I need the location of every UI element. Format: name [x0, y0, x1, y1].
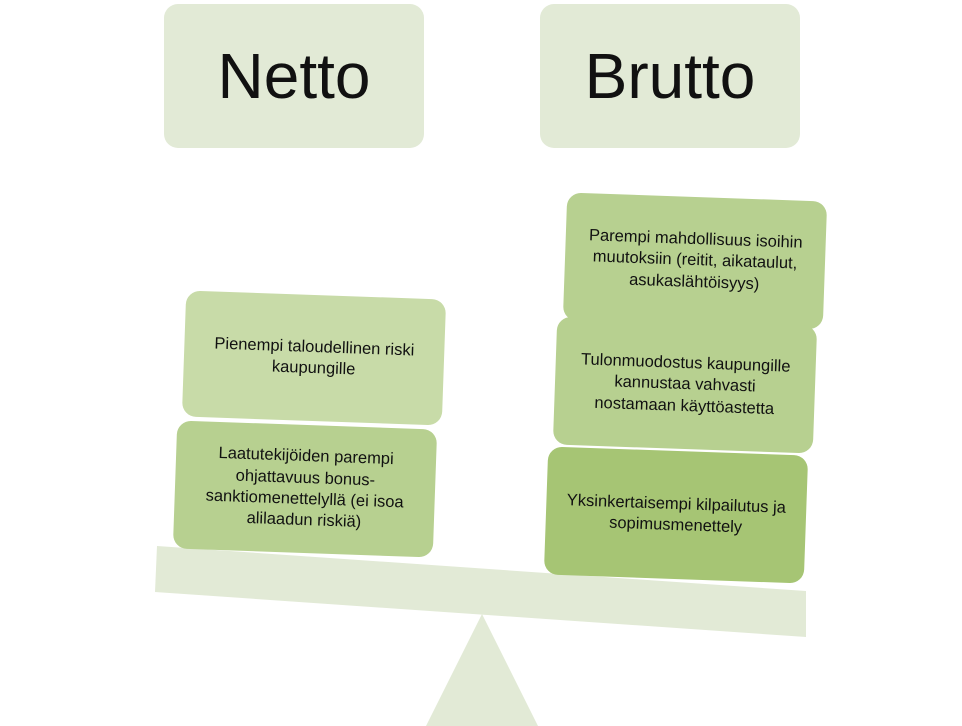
netto-card-quality-control: Laatutekijöiden parempi ohjattavuus bonu…: [172, 420, 438, 558]
brutto-card-revenue: Tulonmuodostus kaupungille kannustaa vah…: [552, 316, 818, 454]
netto-card-lower-risk-text: Pienempi taloudellinen riski kaupungille: [214, 334, 415, 379]
netto-header: Netto: [164, 4, 424, 148]
netto-card-quality-control-text: Laatutekijöiden parempi ohjattavuus bonu…: [205, 444, 404, 532]
netto-card-lower-risk: Pienempi taloudellinen riski kaupungille: [181, 290, 447, 426]
brutto-title: Brutto: [584, 40, 756, 112]
brutto-card-simpler-tendering: Yksinkertaisempi kilpailutus ja sopimusm…: [543, 446, 809, 584]
brutto-header: Brutto: [540, 4, 800, 148]
brutto-card-revenue-text: Tulonmuodostus kaupungille kannustaa vah…: [580, 350, 791, 418]
brutto-card-simpler-tendering-text: Yksinkertaisempi kilpailutus ja sopimusm…: [566, 490, 787, 537]
brutto-card-big-changes: Parempi mahdollisuus isoihin muutoksiin …: [562, 192, 828, 330]
brutto-card-big-changes-text: Parempi mahdollisuus isoihin muutoksiin …: [588, 226, 803, 293]
netto-title: Netto: [217, 40, 371, 112]
scale-beam: [155, 546, 806, 637]
scale-fulcrum: [426, 614, 538, 726]
